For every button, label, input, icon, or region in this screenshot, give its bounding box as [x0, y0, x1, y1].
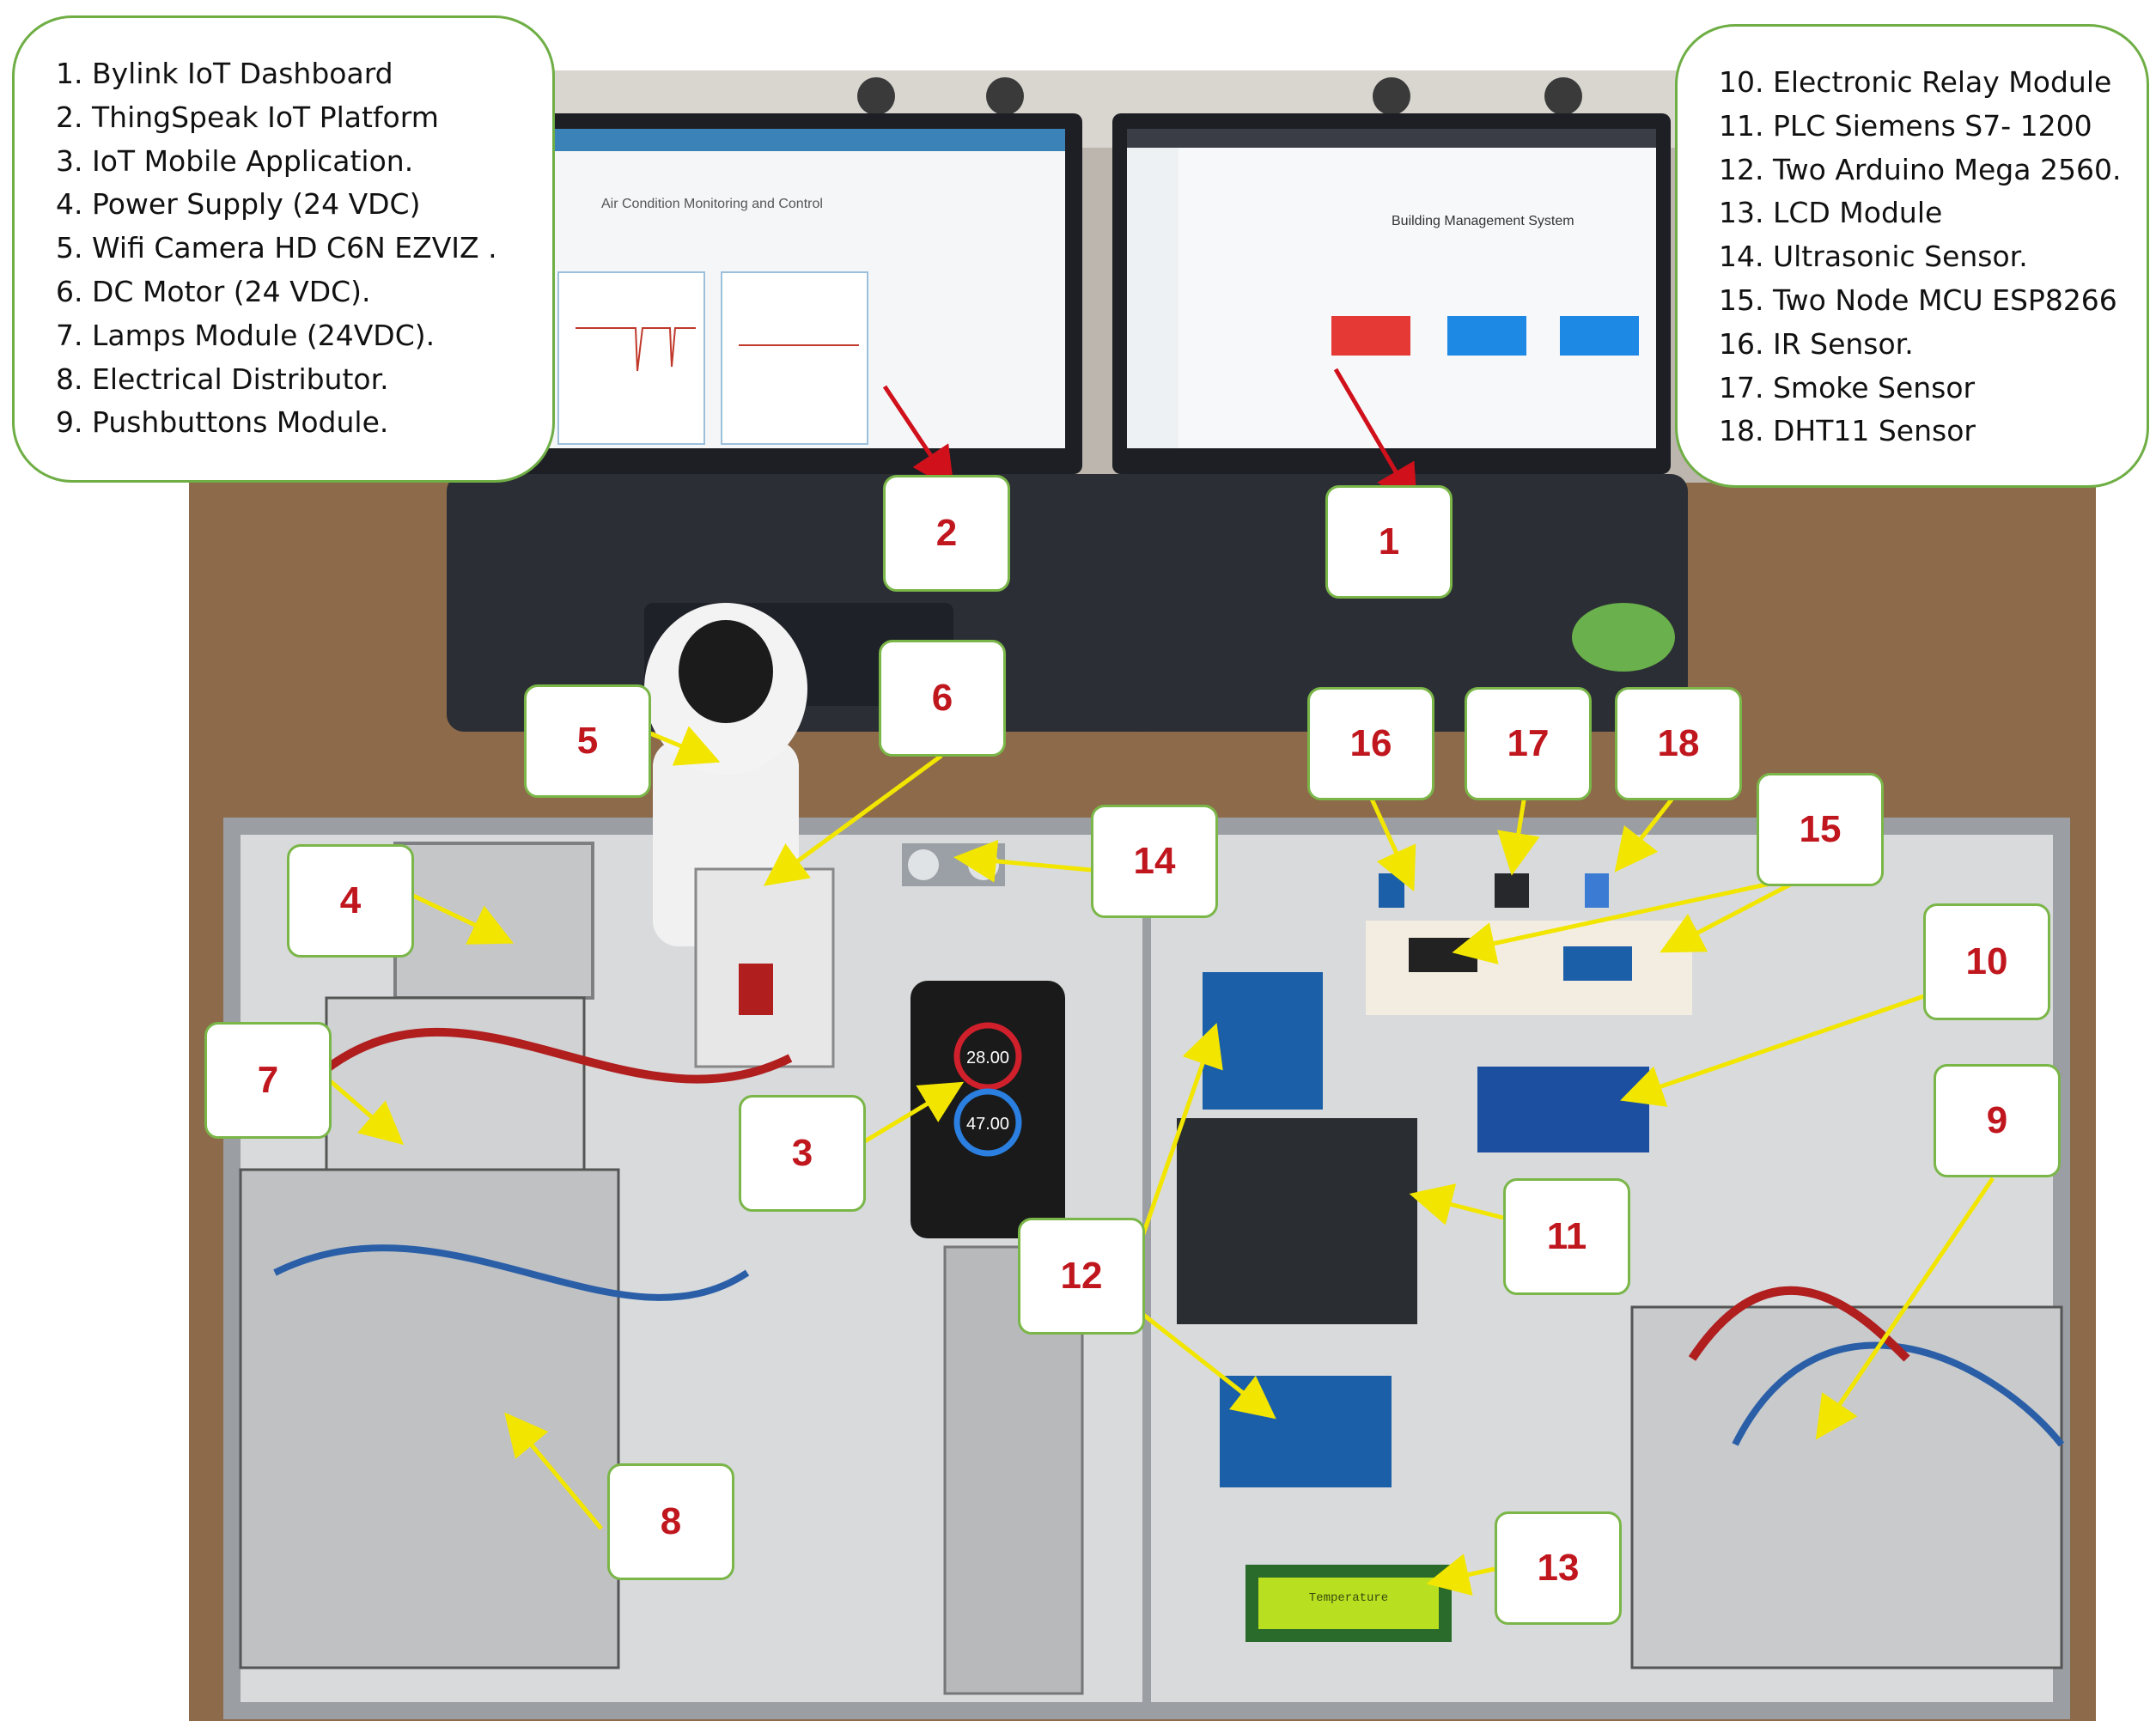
legend-item-text: Pushbuttons Module.	[92, 405, 389, 440]
legend-item-number: 18.	[1719, 414, 1764, 448]
legend-item-text: Two Arduino Mega 2560.	[1772, 152, 2122, 186]
relay-module	[1477, 1067, 1649, 1152]
legend-item-text: LCD Module	[1772, 196, 1943, 230]
legend-item: 18. DHT11 Sensor	[1719, 410, 2147, 453]
legend-item: 17. Smoke Sensor	[1719, 367, 2147, 410]
legend-item-text: IR Sensor.	[1772, 326, 1914, 361]
legend-item-number: 10.	[1719, 65, 1764, 99]
legend-item-text: IoT Mobile Application.	[92, 143, 414, 178]
legend-item: 1. Bylink IoT Dashboard	[56, 52, 552, 96]
legend-item-text: DHT11 Sensor	[1772, 414, 1976, 448]
legend-item-text: ThingSpeak IoT Platform	[92, 100, 439, 134]
phone-value-2: 47.00	[966, 1115, 1009, 1134]
legend-item: 13. LCD Module	[1719, 192, 2147, 235]
legend-item-number: 17.	[1719, 370, 1764, 404]
arduino-mega-bottom	[1220, 1376, 1392, 1487]
thingspeak-title: Air Condition Monitoring and Control	[601, 197, 823, 211]
legend-item-text: Electrical Distributor.	[92, 362, 389, 396]
callout-9: 9	[1934, 1064, 2061, 1177]
legend-item-number: 11.	[1719, 108, 1764, 143]
legend-item-number: 12.	[1719, 152, 1764, 186]
callout-10: 10	[1923, 903, 2050, 1020]
callout-16: 16	[1307, 687, 1434, 800]
pushbuttons-module	[1630, 1305, 2063, 1669]
legend-item: 12. Two Arduino Mega 2560.	[1719, 149, 2147, 192]
legend-item-text: Ultrasonic Sensor.	[1772, 240, 2028, 274]
ir-sensor	[1379, 873, 1404, 908]
blynk-title: Building Management System	[1392, 214, 1574, 228]
callout-15: 15	[1757, 773, 1884, 886]
lcd-text: Temperature	[1309, 1591, 1388, 1605]
legend-item-number: 4.	[56, 187, 83, 222]
callout-3: 3	[739, 1095, 866, 1212]
legend-item-text: Smoke Sensor	[1772, 370, 1976, 404]
smoke-sensor	[1495, 873, 1529, 908]
callout-2: 2	[883, 475, 1010, 592]
legend-item-text: Wifi Camera HD C6N EZVIZ .	[92, 231, 497, 265]
phone-value-1: 28.00	[966, 1049, 1009, 1067]
callout-6: 6	[879, 640, 1006, 757]
legend-item: 10. Electronic Relay Module	[1719, 61, 2147, 105]
legend-item-number: 15.	[1719, 283, 1764, 317]
legend-item: 3. IoT Mobile Application.	[56, 140, 552, 184]
legend-item: 15. Two Node MCU ESP8266	[1719, 279, 2147, 323]
legend-item: 8. Electrical Distributor.	[56, 358, 552, 402]
laptop-blynk: Building Management System	[1112, 113, 1688, 732]
legend-item: 14. Ultrasonic Sensor.	[1719, 235, 2147, 279]
legend-item-text: Bylink IoT Dashboard	[92, 57, 393, 90]
legend-item-number: 1.	[56, 57, 83, 90]
power-supply	[393, 842, 594, 1000]
legend-item-text: Electronic Relay Module	[1772, 65, 2112, 99]
legend-item: 5. Wifi Camera HD C6N EZVIZ .	[56, 227, 552, 271]
legend-item-number: 6.	[56, 274, 83, 308]
legend-item: 6. DC Motor (24 VDC).	[56, 271, 552, 314]
legend-item-text: DC Motor (24 VDC).	[92, 274, 371, 308]
legend-item-text: Power Supply (24 VDC)	[92, 187, 421, 222]
callout-7: 7	[204, 1022, 332, 1139]
callout-13: 13	[1495, 1511, 1622, 1625]
legend-item-number: 7.	[56, 318, 83, 352]
laptop-keyboard-2	[1130, 474, 1688, 732]
legend-item: 11. PLC Siemens S7- 1200	[1719, 105, 2147, 149]
callout-11: 11	[1503, 1178, 1630, 1295]
plc-s7-1200	[1177, 1118, 1417, 1324]
legend-item: 16. IR Sensor.	[1719, 323, 2147, 367]
legend-item: 9. Pushbuttons Module.	[56, 401, 552, 445]
callout-5: 5	[524, 684, 651, 798]
blynk-screen	[1127, 129, 1656, 448]
legend-item-number: 14.	[1719, 240, 1764, 274]
dht11-sensor	[1585, 873, 1609, 908]
phone	[911, 981, 1065, 1238]
callout-4: 4	[287, 844, 414, 958]
legend-item: 2. ThingSpeak IoT Platform	[56, 96, 552, 140]
callout-8: 8	[607, 1463, 734, 1580]
legend-item-number: 16.	[1719, 326, 1764, 361]
legend-item: 4. Power Supply (24 VDC)	[56, 183, 552, 227]
callout-18: 18	[1615, 687, 1742, 800]
laptop-thingspeak: Air Condition Monitoring and Control	[447, 113, 1168, 732]
legend-item-number: 3.	[56, 143, 83, 178]
callout-1: 1	[1325, 485, 1453, 599]
legend-item-number: 8.	[56, 362, 83, 396]
legend-item-text: Two Node MCU ESP8266	[1772, 283, 2117, 317]
callout-12: 12	[1018, 1218, 1145, 1335]
legend-item-number: 13.	[1719, 196, 1764, 230]
legend-item-text: PLC Siemens S7- 1200	[1772, 108, 2092, 143]
legend-item-number: 9.	[56, 405, 83, 440]
arduino-mega-top	[1203, 972, 1323, 1110]
legend-item-number: 5.	[56, 231, 83, 265]
legend-item-text: Lamps Module (24VDC).	[92, 318, 435, 352]
lamps-module	[325, 996, 586, 1171]
callout-14: 14	[1091, 805, 1218, 918]
electrical-distributor	[239, 1168, 620, 1669]
legend-item-number: 2.	[56, 100, 83, 134]
callout-17: 17	[1465, 687, 1592, 800]
legend-item: 7. Lamps Module (24VDC).	[56, 314, 552, 358]
